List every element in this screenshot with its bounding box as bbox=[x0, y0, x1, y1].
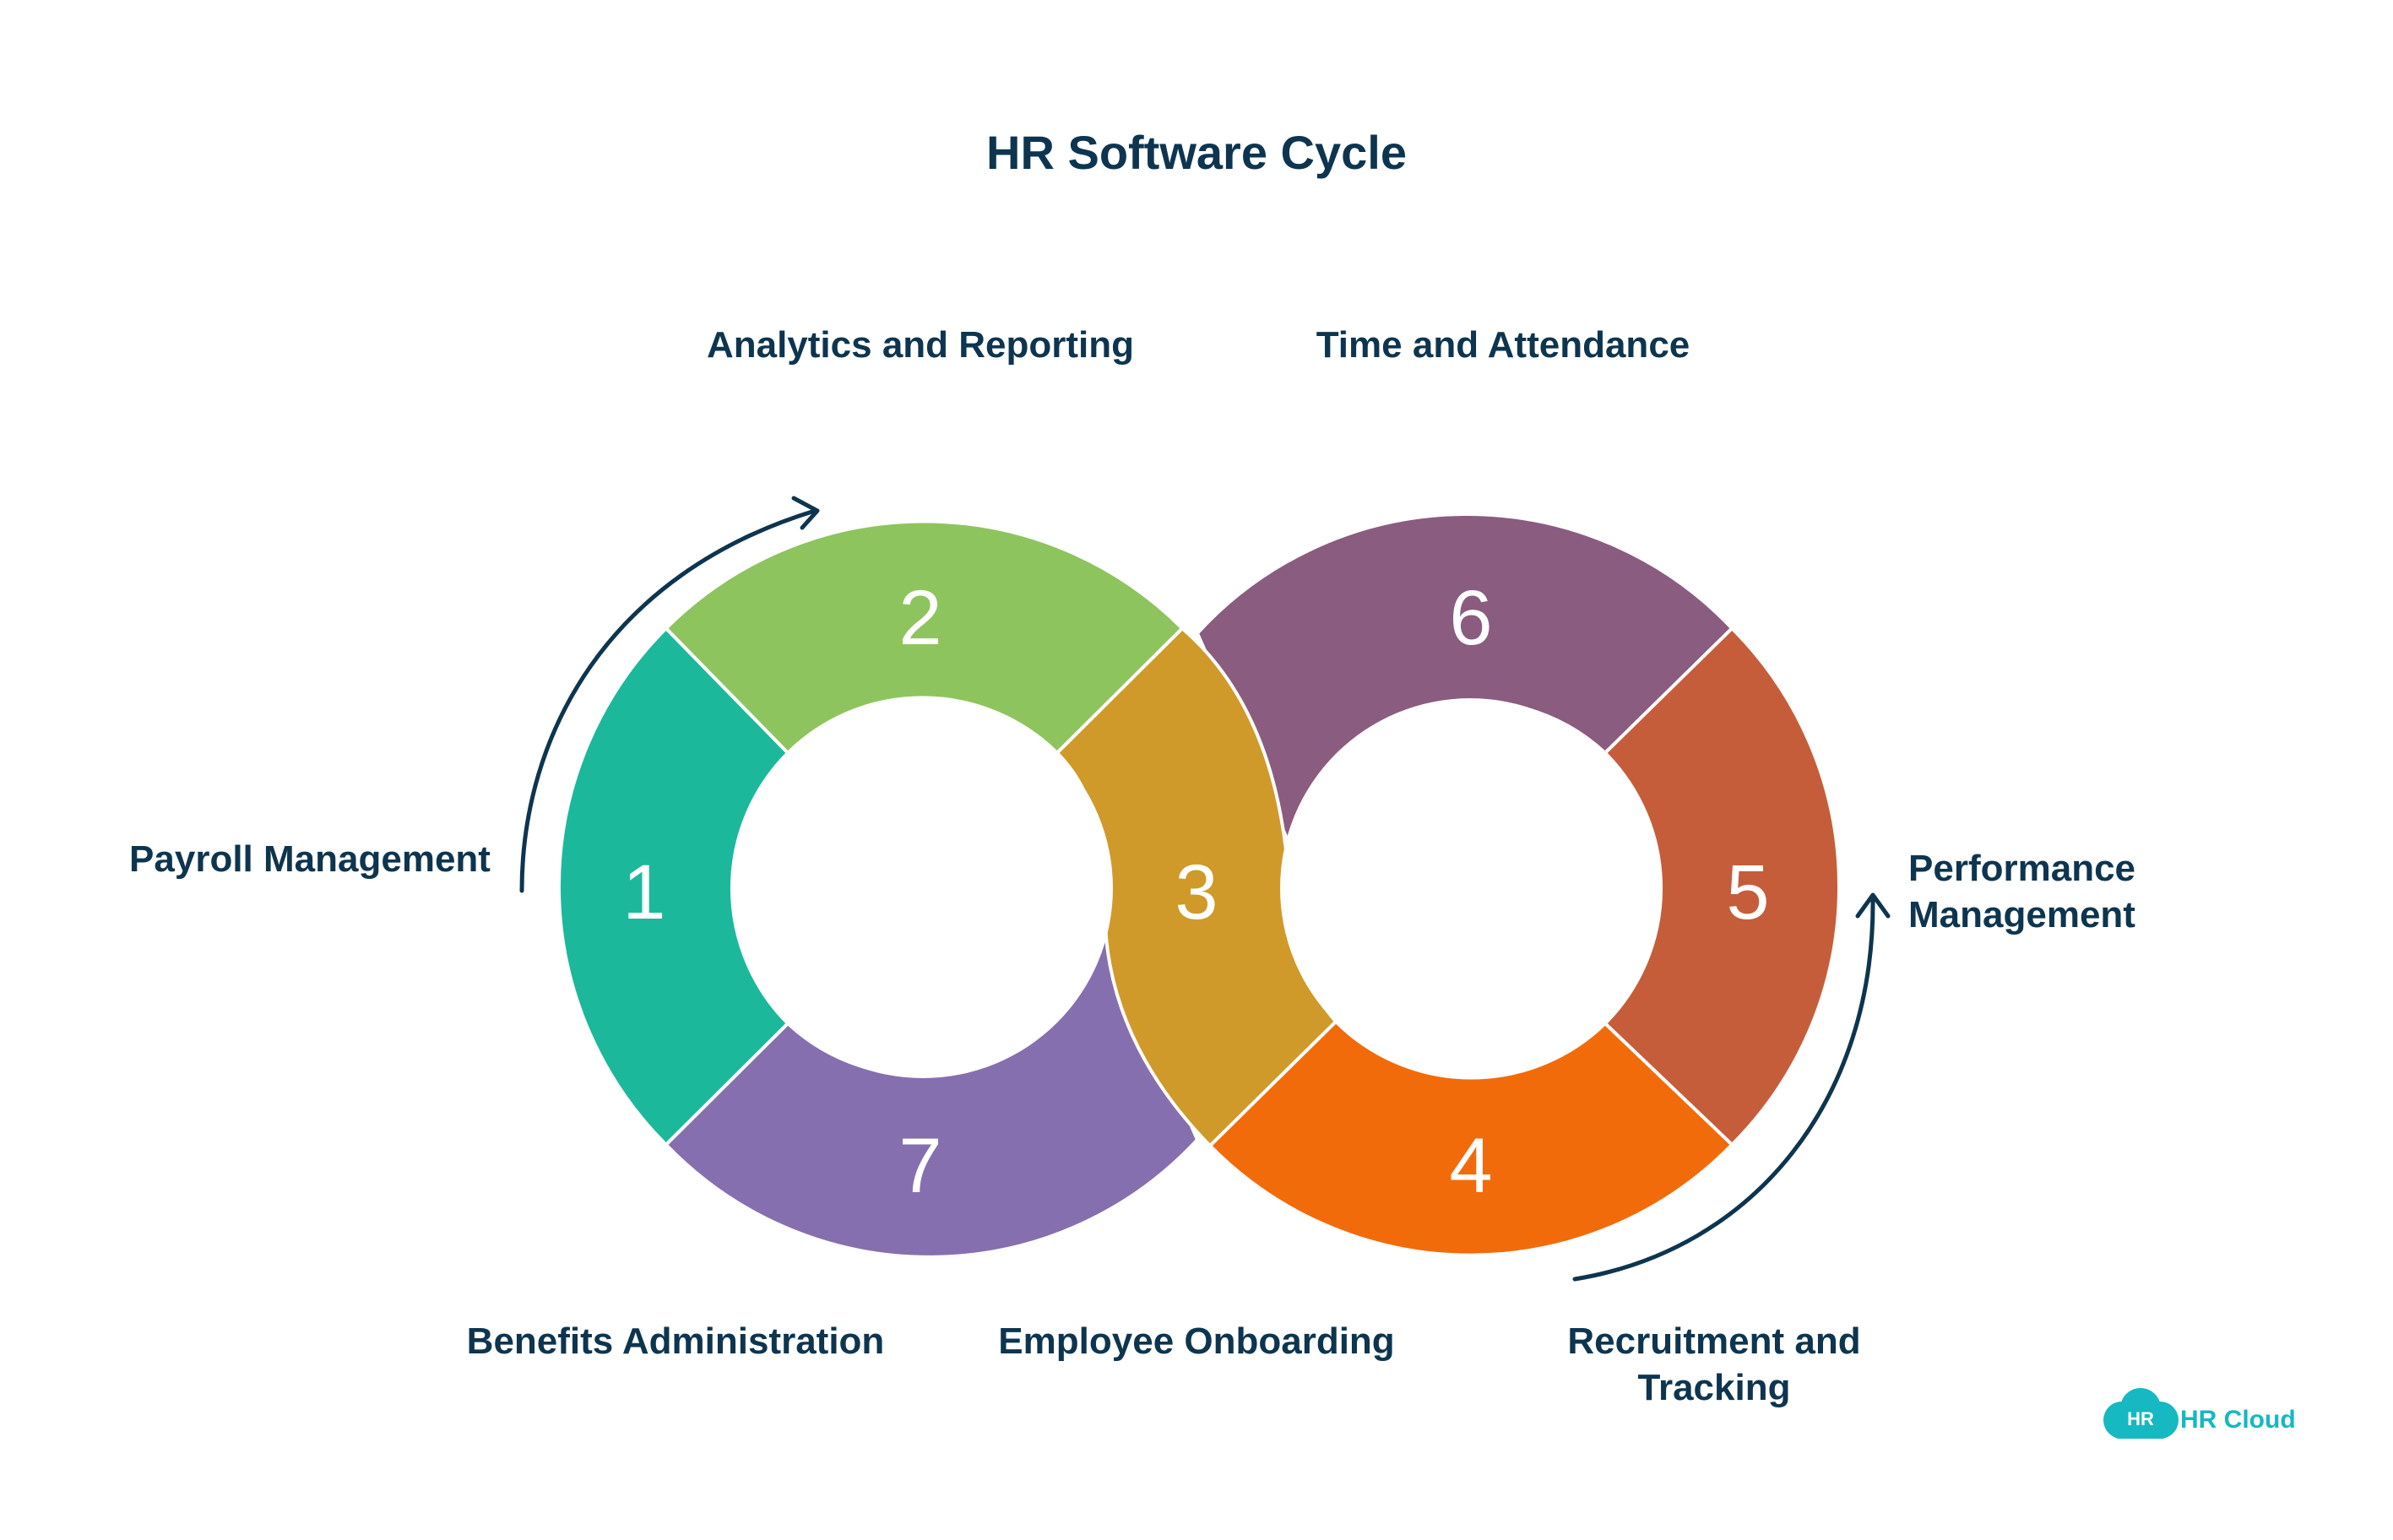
segment-2 bbox=[663, 519, 1186, 756]
segment-number-7: 7 bbox=[898, 1123, 941, 1209]
label-employee-onboarding: Employee Onboarding bbox=[998, 1320, 1394, 1362]
segment-number-6: 6 bbox=[1449, 575, 1492, 661]
label-time-and-attendance: Time and Attendance bbox=[1316, 324, 1690, 366]
label-analytics-and-reporting: Analytics and Reporting bbox=[707, 324, 1134, 366]
label-recruitment-line-2: Tracking bbox=[1638, 1367, 1791, 1408]
segment-number-2: 2 bbox=[898, 575, 941, 661]
arrow-left-top bbox=[519, 496, 820, 893]
cloud-icon bbox=[2103, 1388, 2179, 1439]
diagram-title: HR Software Cycle bbox=[986, 126, 1407, 179]
segment-number-1: 1 bbox=[622, 849, 665, 935]
label-payroll-management: Payroll Management bbox=[129, 838, 491, 880]
left-ring-center bbox=[733, 698, 1113, 1078]
label-performance-line-2: Management bbox=[1908, 894, 2135, 935]
logo-badge-text: HR bbox=[2127, 1408, 2154, 1429]
hr-cloud-logo: HR HR Cloud bbox=[2103, 1388, 2296, 1439]
segment-number-3: 3 bbox=[1175, 849, 1218, 935]
label-benefits-administration: Benefits Administration bbox=[467, 1320, 885, 1362]
segment-5 bbox=[1603, 626, 1842, 1147]
label-performance-line-1: Performance bbox=[1908, 848, 2135, 889]
logo-text: HR Cloud bbox=[2180, 1406, 2296, 1434]
segment-number-5: 5 bbox=[1726, 849, 1769, 935]
segment-number-4: 4 bbox=[1449, 1123, 1492, 1209]
arrow-right-bottom bbox=[1572, 892, 1891, 1282]
segment-1 bbox=[556, 626, 790, 1147]
label-recruitment-line-1: Recruitment and bbox=[1567, 1320, 1860, 1362]
right-ring-center bbox=[1280, 698, 1660, 1078]
